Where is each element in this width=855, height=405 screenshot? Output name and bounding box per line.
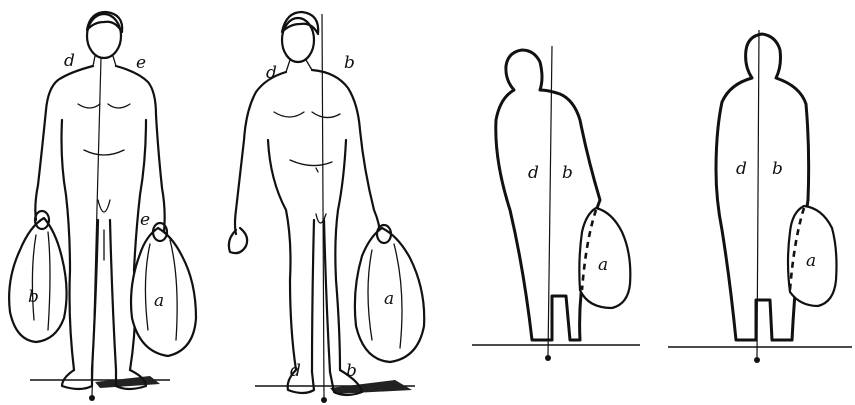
figure-1-label-d: d: [64, 51, 75, 71]
figure-2-legs-inner: [312, 220, 330, 372]
figure-1-torso-details: [78, 104, 130, 260]
figure-2-axis-point: [321, 397, 327, 403]
figure-2-label-b-foot: b: [346, 361, 357, 381]
figure-2-person-one-bag: d b a d b: [229, 12, 424, 403]
figure-2-label-b-shoulder: b: [344, 53, 355, 73]
figure-2-label-a-bag: a: [384, 289, 394, 309]
figure-1-label-b-bag: b: [28, 287, 39, 307]
figure-4-axis-point: [754, 357, 760, 363]
figure-1-center-axis: [92, 58, 101, 396]
figure-1-axis-point: [89, 395, 95, 401]
figure-2-label-d-shoulder: d: [266, 63, 277, 83]
figure-3-silhouette-leaning: d b a: [472, 46, 640, 361]
figure-1-label-e-hand: e: [140, 210, 150, 230]
figure-4-label-a: a: [806, 251, 816, 271]
figure-3-label-b: b: [562, 163, 573, 183]
figure-3-axis-point: [545, 355, 551, 361]
figure-1-label-e-shoulder: e: [136, 53, 146, 73]
figure-1-person-two-bags: d e e b a: [9, 12, 196, 401]
figure-2-ground-shadow: [330, 380, 412, 394]
figure-4-label-b: b: [772, 159, 783, 179]
figure-4-silhouette-upright: d b a: [668, 30, 852, 363]
figure-1-head: [87, 14, 121, 58]
figure-3-label-a: a: [598, 255, 608, 275]
figure-1-ground-shadow: [95, 376, 160, 388]
figure-2-left-hand: [229, 228, 247, 253]
figure-1-label-a-bag: a: [154, 291, 164, 311]
figure-2-label-d-foot: d: [290, 361, 301, 381]
figure-4-label-d: d: [736, 159, 747, 179]
figure-1-bag-b: [9, 218, 66, 342]
figure-3-label-d: d: [528, 163, 539, 183]
